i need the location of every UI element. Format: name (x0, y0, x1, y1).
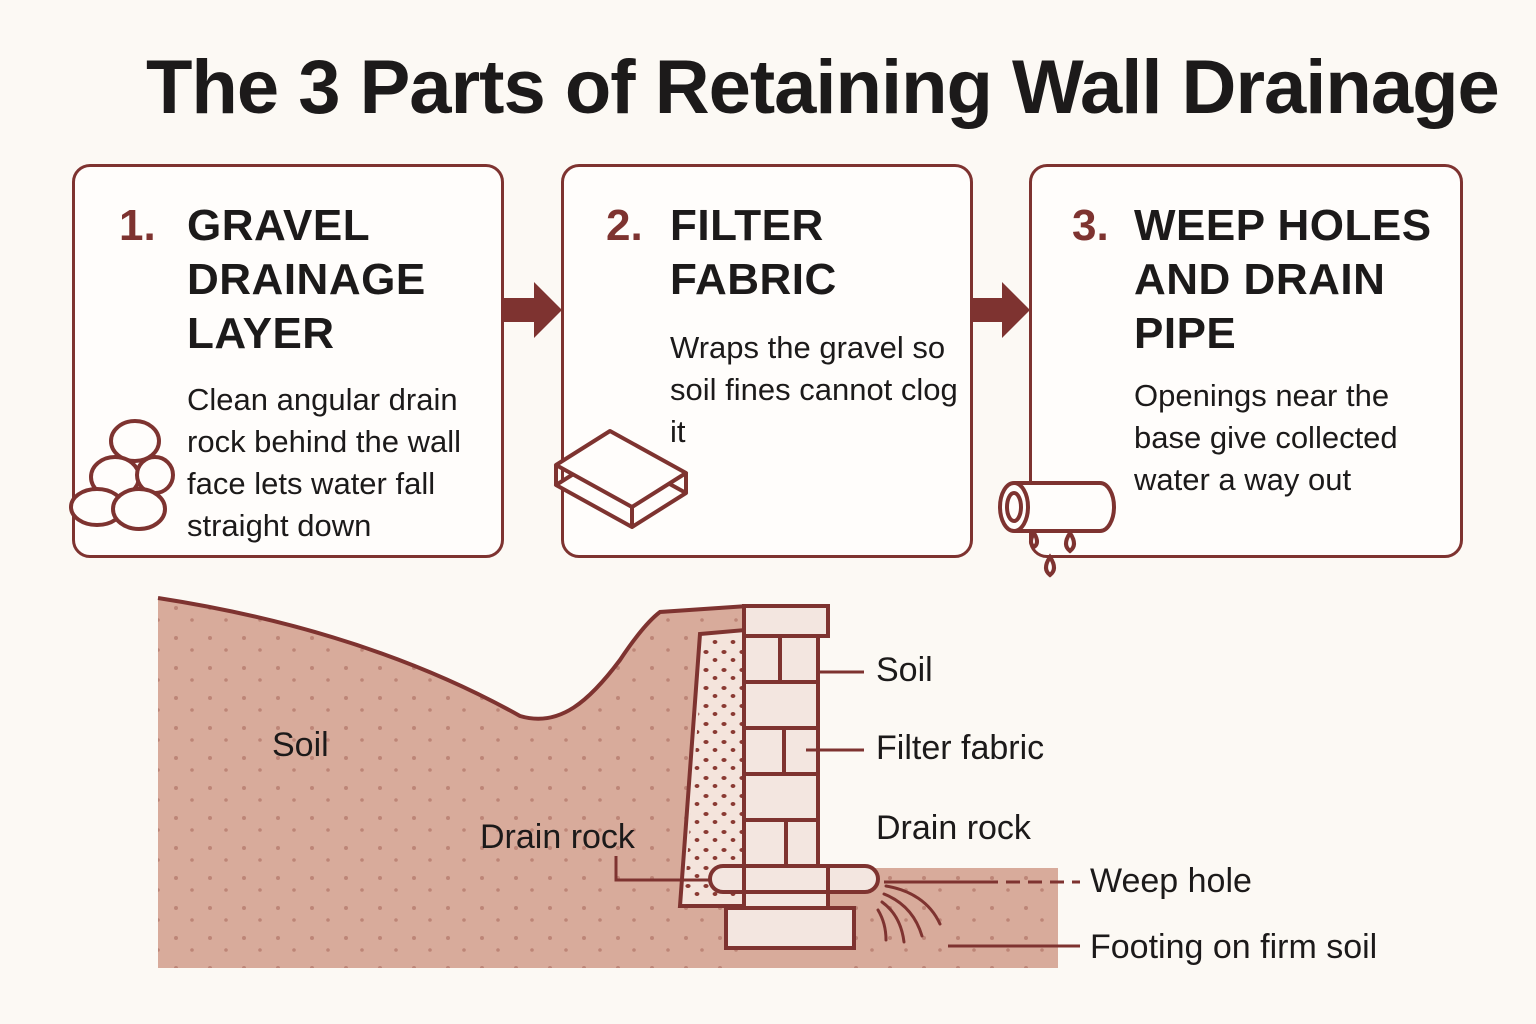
water-spray (876, 884, 942, 944)
step-description: Openings near the base give collected wa… (1134, 378, 1398, 497)
step-number: 3. (1072, 201, 1109, 250)
callout-footing: Footing on firm soil (1090, 928, 1378, 966)
step-description: Wraps the gravel so soil fines cannot cl… (670, 330, 958, 449)
drain-pipe-icon (998, 481, 1116, 578)
step-card-weep-holes: 3. WEEP HOLES AND DRAIN PIPE Openings ne… (998, 164, 1463, 578)
gravel-icon (69, 419, 175, 531)
step-description: Clean angular drain rock behind the wall… (187, 382, 461, 543)
step-number: 2. (606, 201, 643, 250)
callout-drain-rock: Drain rock (876, 809, 1031, 847)
callout-weep-hole: Weep hole (1090, 862, 1252, 900)
soil-label: Soil (272, 726, 329, 764)
callout-leaders (614, 670, 1080, 948)
callout-soil: Soil (876, 651, 933, 689)
fabric-icon (554, 429, 688, 529)
arrow-right-icon (970, 282, 1030, 338)
step-card-filter-fabric: 2. FILTER FABRIC Wraps the gravel so soi… (554, 164, 973, 558)
drain-rock-label: Drain rock (480, 818, 635, 856)
step-heading: GRAVEL DRAINAGE LAYER (187, 201, 426, 358)
page-title: The 3 Parts of Retaining Wall Drainage (146, 45, 1500, 130)
arrow-right-icon (502, 282, 562, 338)
step-heading: WEEP HOLES AND DRAIN PIPE (1134, 201, 1432, 358)
step-heading: FILTER FABRIC (670, 201, 837, 304)
step-card-gravel: 1. GRAVEL DRAINAGE LAYER Clean angular d… (69, 164, 504, 558)
step-number: 1. (119, 201, 156, 250)
callout-filter-fabric: Filter fabric (876, 729, 1045, 767)
